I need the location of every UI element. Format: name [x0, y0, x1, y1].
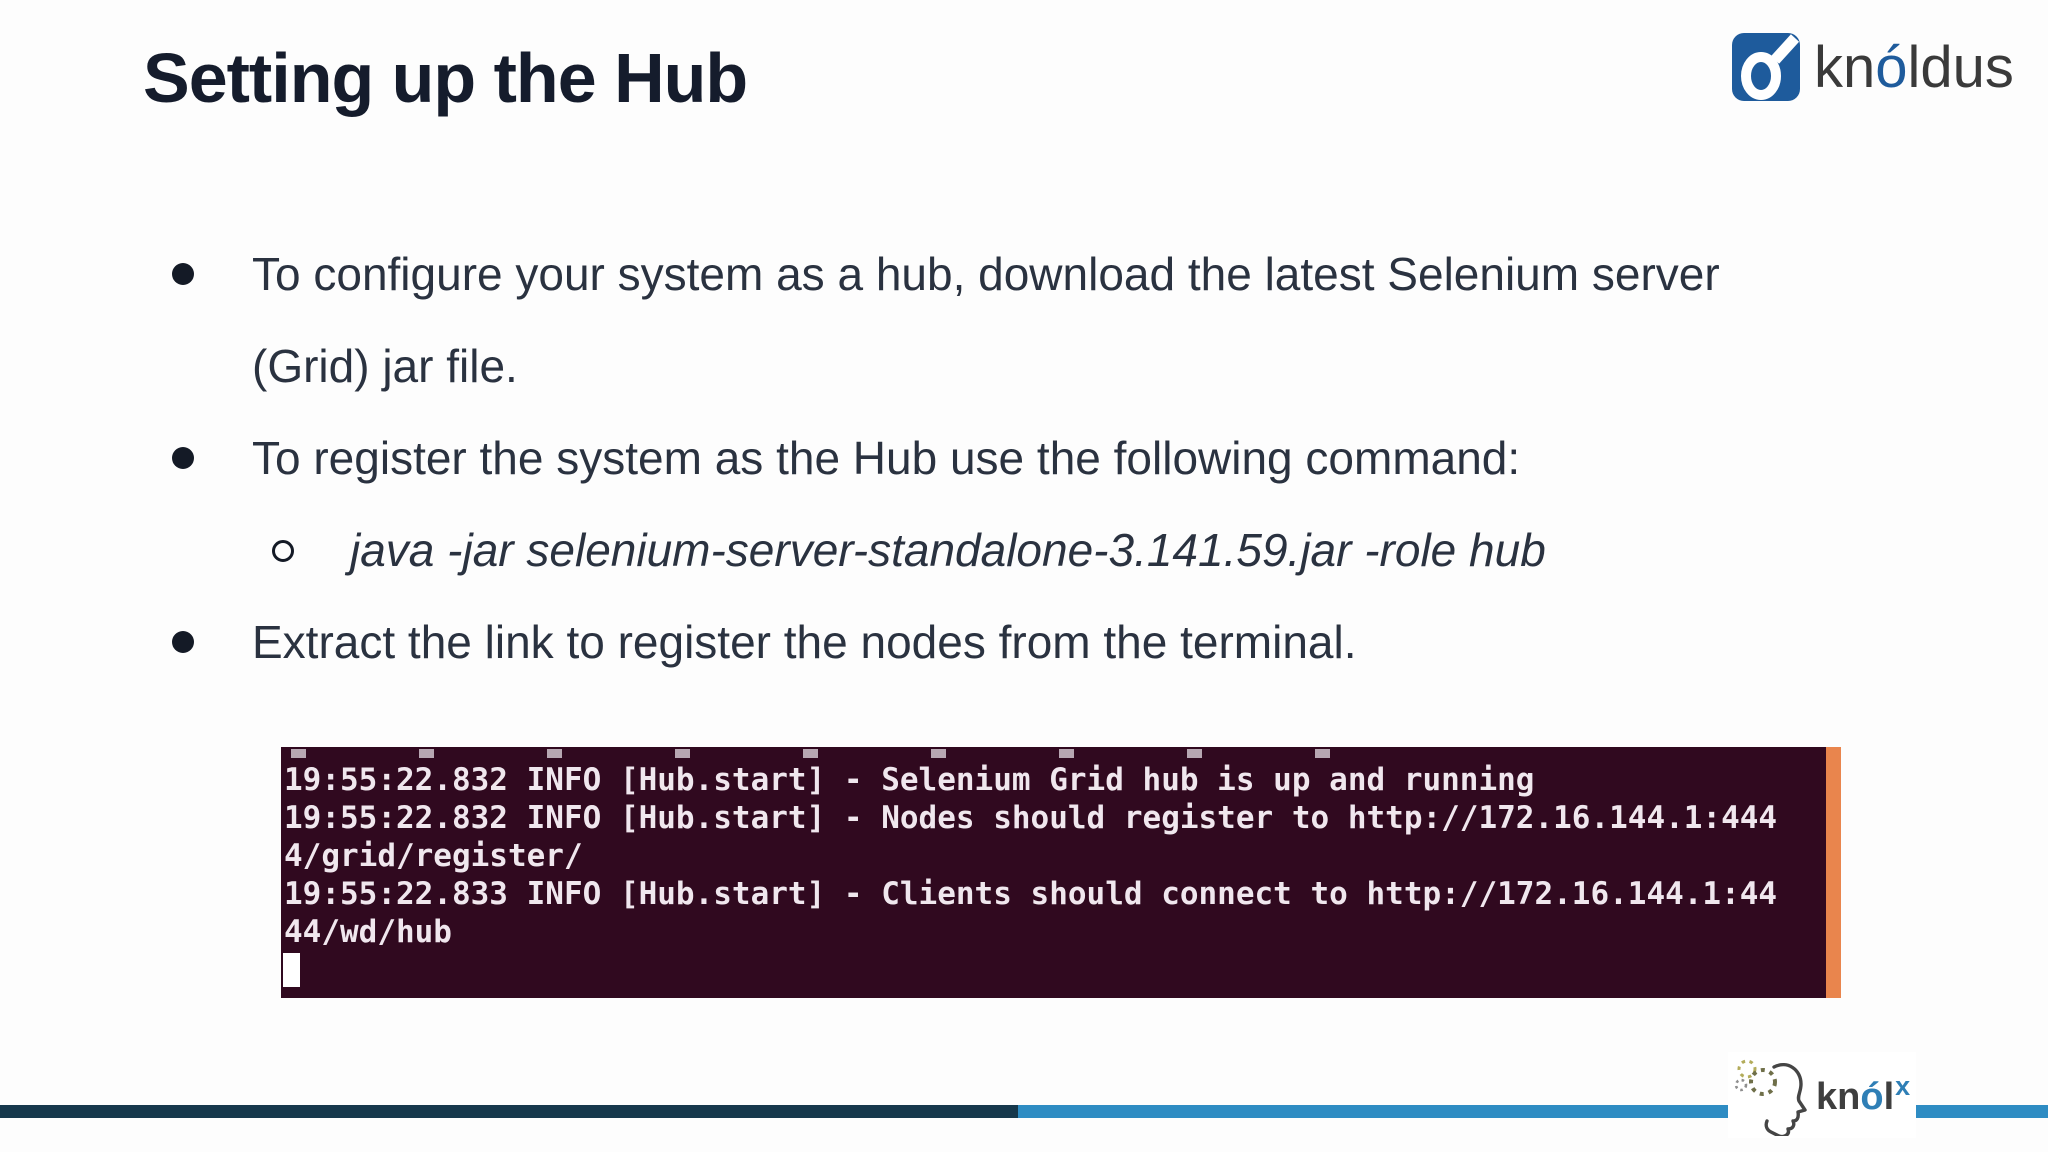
bullet-1-line-1: To configure your system as a hub, downl…	[252, 248, 1720, 300]
knoldus-logo: knóldus	[1732, 33, 2014, 101]
terminal-log-line: 4/grid/register/	[284, 838, 583, 874]
bullet-2-line-1: To register the system as the Hub use th…	[252, 432, 1521, 484]
terminal-log-line: 19:55:22.832 INFO [Hub.start] - Selenium…	[284, 762, 1535, 798]
brand-suffix: ldus	[1907, 34, 2014, 100]
terminal-cursor	[283, 953, 300, 987]
knolx-prefix: kn	[1816, 1076, 1861, 1118]
terminal-log-line: 44/wd/hub	[284, 914, 452, 950]
terminal-clipped-line	[291, 749, 1431, 758]
bullet-dot	[172, 263, 194, 285]
page-title: Setting up the Hub	[143, 39, 748, 117]
knolx-accent: ó	[1860, 1076, 1884, 1118]
knoldus-wordmark: knóldus	[1814, 34, 2014, 101]
bullet-3-line-1: Extract the link to register the nodes f…	[252, 616, 1357, 668]
bullet-dot	[172, 631, 194, 653]
sub-bullet-ring	[272, 540, 294, 562]
footer-bar-dark	[0, 1105, 1018, 1118]
terminal-log: 19:55:22.832 INFO [Hub.start] - Selenium…	[284, 761, 1777, 951]
terminal-screenshot: 19:55:22.832 INFO [Hub.start] - Selenium…	[281, 747, 1841, 998]
terminal-scrollbar	[1826, 747, 1841, 998]
brand-prefix: kn	[1814, 34, 1876, 100]
sub-bullet-command: java -jar selenium-server-standalone-3.1…	[350, 524, 1546, 576]
knoldus-o-slash-icon	[1732, 33, 1800, 101]
brand-accent: ó	[1875, 34, 1908, 100]
knolx-superscript-x: x	[1895, 1071, 1911, 1101]
bullet-1-line-2: (Grid) jar file.	[252, 340, 518, 392]
knolx-logo: knólx	[1728, 1052, 1916, 1138]
terminal-log-line: 19:55:22.833 INFO [Hub.start] - Clients …	[284, 876, 1778, 912]
knolx-wordmark: knólx	[1816, 1071, 1910, 1119]
knolx-head-icon	[1734, 1059, 1807, 1136]
knolx-suffix: l	[1883, 1076, 1895, 1118]
terminal-log-line: 19:55:22.832 INFO [Hub.start] - Nodes sh…	[284, 800, 1778, 836]
bullet-dot	[172, 447, 194, 469]
